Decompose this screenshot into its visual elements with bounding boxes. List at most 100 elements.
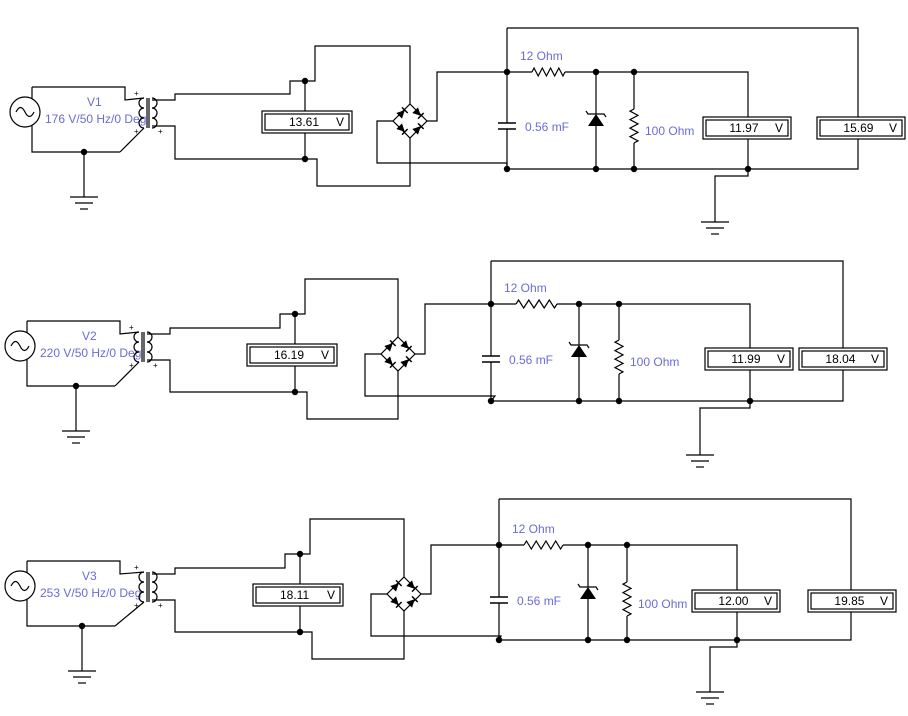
zener-bar-icon [585, 110, 607, 118]
series-resistor-label: 12 Ohm [504, 281, 547, 295]
wire [119, 127, 145, 153]
junction-dot [575, 397, 583, 405]
junction-dot [630, 165, 638, 173]
transformer-primary-icon [138, 571, 145, 603]
meter_load-display [705, 119, 789, 137]
diode-icon [412, 107, 421, 116]
meter_load-display [694, 592, 778, 610]
diode-icon [390, 596, 399, 605]
diode-bar-icon [411, 585, 419, 593]
polarity-mark: + [129, 323, 134, 332]
meter_load-value: 12.00 [718, 594, 748, 608]
source-name-label: V3 [82, 569, 97, 583]
meter_ac-value: 13.61 [289, 115, 319, 129]
wire [709, 640, 738, 692]
zener-diode-icon [588, 114, 604, 126]
diode-bar-icon [411, 595, 419, 603]
meter_ac-value: 16.19 [274, 348, 304, 362]
diode-bar-icon [401, 128, 409, 136]
meter_load-value: 11.97 [729, 121, 758, 135]
wire [507, 27, 859, 117]
diode-icon [396, 123, 405, 132]
wire [499, 612, 852, 641]
wire [300, 518, 405, 577]
diode-bar-icon [395, 601, 403, 609]
diode-icon [396, 110, 405, 119]
meter_dc-value: 15.69 [843, 121, 873, 135]
meter_load-unit: V [775, 121, 783, 135]
meter_ac-value: 18.11 [280, 588, 309, 602]
capacitor-label: 0.56 mF [509, 353, 553, 367]
junction-dot [495, 636, 503, 644]
wire [421, 544, 499, 595]
diode-bar-icon [417, 112, 425, 120]
wire [147, 359, 295, 393]
sine-wave-icon [15, 106, 35, 118]
wire [499, 498, 852, 590]
wire [415, 303, 491, 355]
wire [305, 45, 411, 104]
source-params-label: 220 V/50 Hz/0 Deg [40, 346, 141, 360]
polarity-mark: + [129, 361, 134, 370]
transformer-secondary-icon [146, 331, 153, 363]
wire [152, 125, 305, 160]
junction-dot [615, 397, 623, 405]
wire [152, 553, 300, 575]
zener-bar-icon [577, 583, 599, 591]
series-resistor-label: 12 Ohm [520, 49, 563, 63]
meter_load-display [707, 350, 791, 368]
wire [699, 401, 751, 455]
meter_dc-unit: V [880, 594, 888, 608]
wire [364, 353, 497, 402]
capacitor-label: 0.56 mF [525, 120, 569, 134]
wire [114, 601, 145, 627]
meter_ac-unit: V [327, 588, 335, 602]
meter_dc-unit: V [889, 121, 897, 135]
load-resistor-label: 100 Ohm [630, 355, 679, 369]
resistor-icon [515, 298, 558, 310]
meter_load-value: 11.99 [731, 352, 760, 366]
zener-diode-icon [580, 587, 596, 599]
bridge-rectifier-icon [392, 103, 428, 139]
meter_dc-display [801, 350, 885, 368]
diode-bar-icon [395, 579, 403, 587]
junction-dot [592, 165, 600, 173]
meter_ac-display [264, 113, 350, 131]
resistor-icon [628, 108, 640, 144]
meter_dc-value: 18.04 [825, 352, 855, 366]
diode-bar-icon [389, 339, 397, 347]
diode-bar-icon [401, 106, 409, 114]
wire [370, 593, 502, 641]
transformer-secondary-icon [151, 97, 158, 129]
junction-dot [584, 636, 592, 644]
wire [27, 320, 140, 335]
resistor-icon [621, 581, 633, 617]
transformer-primary-icon [133, 331, 140, 363]
wire [32, 86, 145, 101]
meter_ac-display [255, 586, 341, 604]
meter_ac-unit: V [336, 115, 344, 129]
capacitor-label: 0.56 mF [517, 594, 561, 608]
meter_dc-display [819, 119, 903, 137]
polarity-mark: + [153, 361, 158, 370]
wire [152, 80, 305, 101]
bridge-rectifier-icon [386, 576, 422, 612]
wire [27, 560, 145, 575]
wire [565, 71, 749, 117]
wire [152, 599, 300, 633]
load-resistor-label: 100 Ohm [638, 597, 687, 611]
source-name-label: V1 [87, 95, 102, 109]
resistor-icon [613, 339, 625, 375]
zener-diode-icon [571, 345, 587, 357]
diode-icon [390, 583, 399, 592]
diode-icon [406, 580, 415, 589]
wire [300, 611, 405, 660]
junction-dot [503, 165, 511, 173]
diode-bar-icon [417, 122, 425, 130]
diode-bar-icon [405, 345, 413, 353]
wire [295, 278, 399, 337]
meter_dc-display [810, 592, 894, 610]
polarity-mark: + [134, 601, 139, 610]
